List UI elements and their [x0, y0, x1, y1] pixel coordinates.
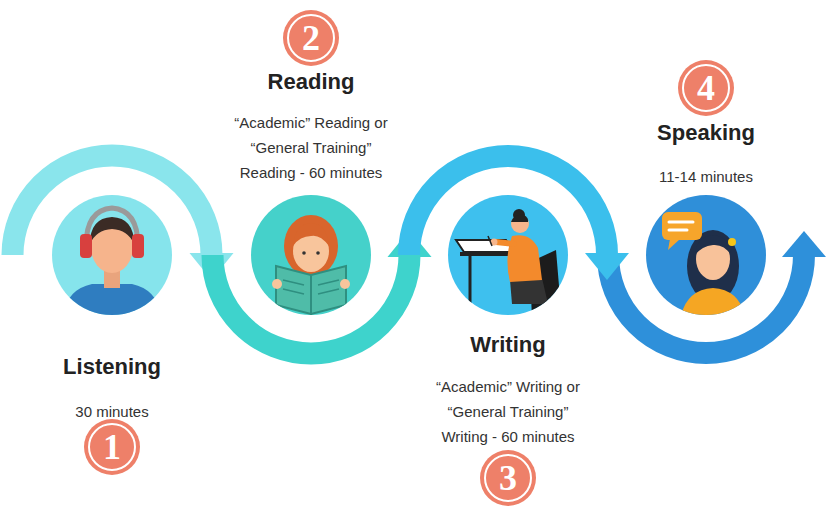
legs — [510, 278, 548, 304]
badge-disc — [480, 450, 536, 506]
reading-circle — [251, 195, 371, 315]
speaker-figure — [662, 212, 746, 322]
shirt — [62, 284, 162, 322]
tail-arrow — [608, 231, 826, 353]
hair — [511, 215, 528, 222]
bubble-line — [669, 229, 687, 232]
hand — [340, 279, 350, 289]
hair — [284, 215, 338, 277]
callout-number: 3 — [480, 450, 536, 506]
book-line — [283, 289, 304, 294]
arm — [496, 242, 514, 244]
step-detail: “Academic” Reading or “General Training”… — [229, 110, 394, 185]
book-line — [318, 289, 339, 294]
writing-node: Writing“Academic” Writing or “General Tr… — [448, 195, 568, 315]
headphone-band — [86, 208, 138, 246]
step-title: Writing — [398, 332, 618, 358]
shirt — [680, 288, 746, 322]
book-page — [311, 266, 346, 314]
paper — [456, 240, 514, 252]
badge-disc — [283, 10, 339, 66]
speech-bubble — [662, 212, 702, 240]
step-detail: 30 minutes — [12, 399, 212, 424]
step-detail: “Academic” Writing or “General Training”… — [426, 374, 591, 449]
arrowhead — [585, 253, 629, 280]
eye — [302, 251, 306, 255]
bubble-line — [669, 221, 693, 224]
badge-disc — [678, 60, 734, 116]
flow-arrow — [13, 156, 234, 281]
hair-clip — [728, 238, 736, 246]
step-title: Speaking — [596, 120, 816, 146]
flow-arc — [409, 156, 607, 255]
pen — [488, 236, 492, 246]
flow-arc — [213, 255, 410, 354]
listening-node: Listening30 minutes — [52, 195, 172, 315]
speaking-node: Speaking11-14 minutes — [646, 195, 766, 315]
eye — [316, 251, 320, 255]
callout-number: 1 — [84, 419, 140, 475]
desk-leg — [469, 254, 472, 320]
badge-disc — [84, 419, 140, 475]
reading-node: Reading“Academic” Reading or “General Tr… — [251, 195, 371, 315]
hair — [90, 217, 134, 244]
ear-cup — [80, 234, 92, 258]
listener-figure — [62, 208, 162, 322]
reader-figure — [272, 215, 350, 314]
flow-arc — [13, 156, 212, 256]
step-title: Listening — [2, 354, 222, 380]
book-line — [283, 280, 304, 285]
hand — [272, 279, 282, 289]
step-title: Reading — [201, 69, 421, 95]
ear-cup — [132, 234, 144, 258]
tail-arrowhead — [782, 231, 826, 257]
step-detail: 11-14 minutes — [606, 164, 806, 189]
desk — [460, 252, 516, 256]
book-page — [276, 266, 311, 314]
speech-bubble-tail — [668, 239, 680, 250]
head — [511, 215, 529, 233]
bangs — [293, 223, 329, 246]
book-line — [318, 280, 339, 285]
number-badges — [84, 10, 734, 506]
writer-figure — [456, 209, 562, 322]
flow-arrow — [409, 156, 629, 280]
callout-number: 2 — [283, 10, 339, 66]
callout-number: 4 — [678, 60, 734, 116]
